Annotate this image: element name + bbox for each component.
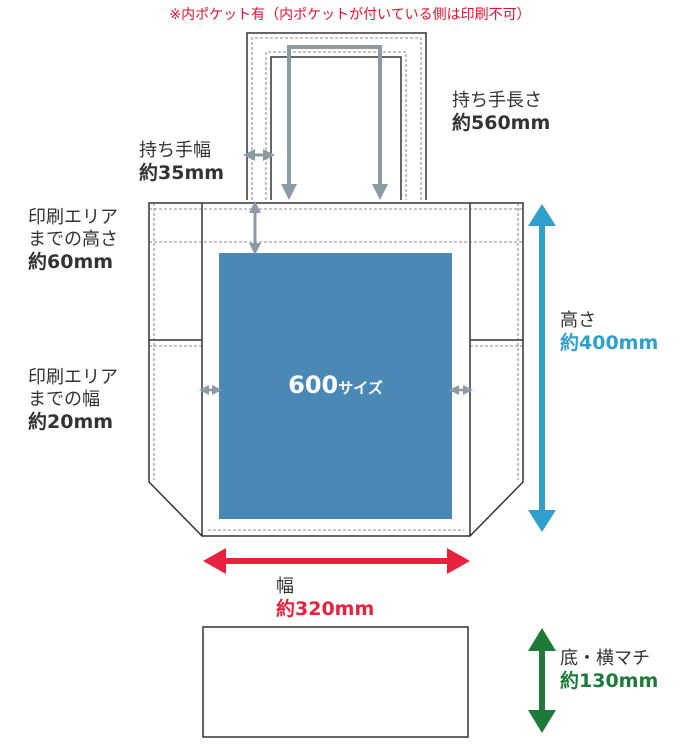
pocket-note: ※内ポケット有（内ポケットが付いている側は印刷不可）	[169, 7, 531, 23]
gusset-arrow	[528, 628, 556, 733]
print-side-line1: 印刷エリア	[28, 367, 118, 388]
handle-length-label: 持ち手長さ 約560mm	[452, 90, 550, 134]
handle-width-value: 約35mm	[139, 162, 225, 184]
width-arrow	[203, 548, 470, 574]
handle-width-label: 持ち手幅 約35mm	[139, 140, 224, 184]
print-side-value: 約20mm	[28, 411, 114, 433]
gusset-value: 約130mm	[560, 670, 659, 692]
print-top-value: 約60mm	[28, 251, 114, 273]
print-size-suffix: サイズ	[338, 379, 383, 397]
height-label: 高さ 約400mm	[560, 310, 658, 354]
print-area-label: 600サイズ	[219, 371, 452, 399]
print-side-line2: までの幅	[28, 389, 100, 410]
print-top-line1: 印刷エリア	[28, 207, 118, 228]
width-label: 幅 約320mm	[276, 576, 374, 620]
handle-length-arrow	[281, 45, 388, 200]
print-top-line2: までの高さ	[28, 229, 118, 250]
handle-length-title: 持ち手長さ	[452, 90, 542, 111]
print-side-label: 印刷エリア までの幅 約20mm	[28, 367, 118, 433]
print-area	[219, 253, 452, 519]
gusset-label: 底・横マチ 約130mm	[560, 648, 658, 692]
print-top-label: 印刷エリア までの高さ 約60mm	[28, 207, 118, 273]
handle-length-value: 約560mm	[452, 112, 551, 134]
width-value: 約320mm	[276, 598, 375, 620]
width-title: 幅	[276, 576, 294, 597]
print-size: 600	[288, 371, 339, 399]
handle-width-title: 持ち手幅	[139, 140, 211, 161]
height-arrow	[528, 204, 556, 532]
gusset-title: 底・横マチ	[560, 648, 650, 669]
handle	[246, 32, 427, 200]
height-value: 約400mm	[560, 332, 659, 354]
height-title: 高さ	[560, 310, 596, 331]
gusset-rect	[202, 626, 469, 738]
